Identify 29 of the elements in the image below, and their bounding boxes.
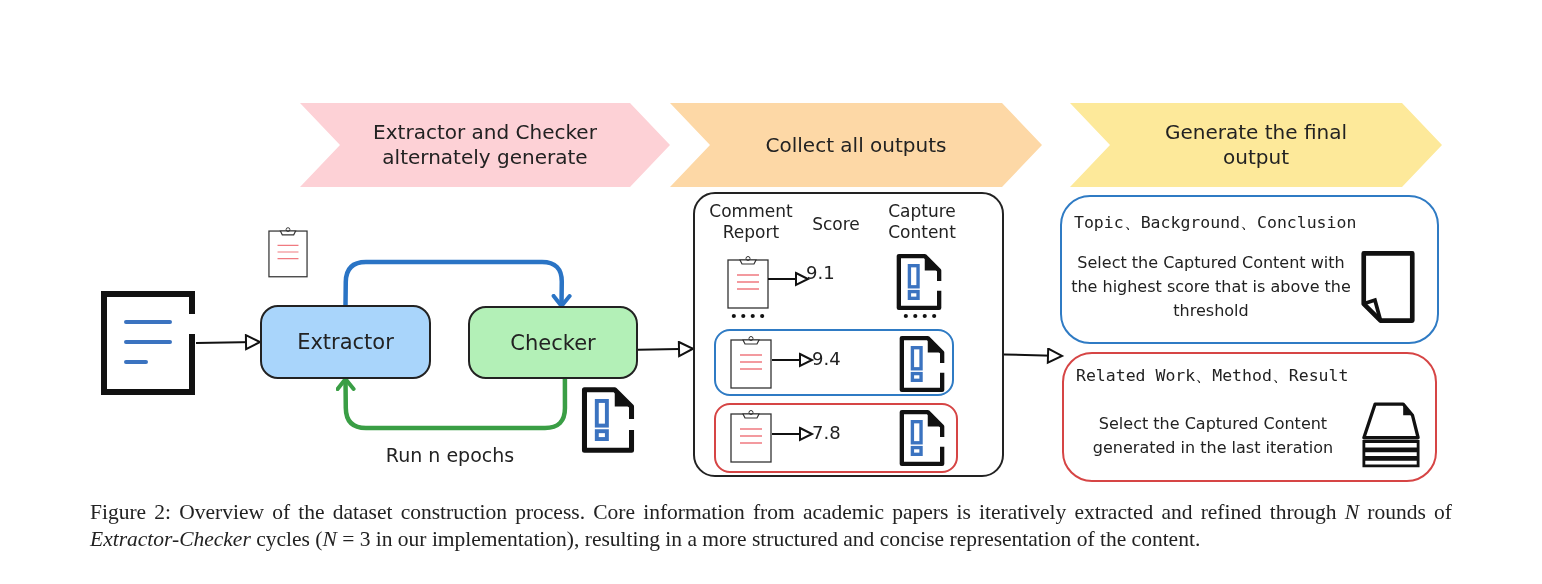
column-header: Capture Content — [887, 201, 957, 244]
banner-title: Collect all outputs — [764, 132, 948, 158]
banner-title: Extractor and Checker alternately generate — [372, 120, 598, 170]
output-box — [1060, 195, 1439, 344]
score-value: 9.1 — [806, 262, 835, 285]
highlight-box — [714, 329, 954, 396]
banner-title: Generate the final output — [1164, 120, 1348, 170]
document-icon — [100, 290, 196, 396]
arrow — [195, 334, 261, 351]
box-label: Extractor — [296, 328, 395, 356]
figure-caption: Figure 2: Overview of the dataset construction process. Core information from academic papers is iteratively extracted and refined through N rounds of Extractor-Checker cycles (N = 3 in our implementation), resulting in a more structured and concise representation of the content. — [90, 499, 1452, 553]
column-header: Score — [811, 214, 861, 236]
arrow — [343, 259, 572, 308]
box-label: Checker — [509, 329, 597, 356]
score-value: 7.8 — [812, 422, 841, 445]
description-text: Select the Captured Content with the highest score that is above the threshold — [1070, 252, 1352, 322]
output-box — [1062, 352, 1437, 482]
section-heading: Topic、Background、Conclusion — [1074, 213, 1357, 234]
process-box — [260, 305, 431, 379]
highlight-box — [714, 403, 958, 473]
section-heading: Related Work、Method、Result — [1076, 366, 1349, 387]
score-value: 9.4 — [812, 348, 841, 371]
description-text: Select the Captured Content generated in the last iteration — [1091, 413, 1335, 459]
arrow — [1003, 347, 1063, 364]
arrow — [335, 377, 568, 431]
column-header: Comment Report — [708, 201, 794, 244]
process-box — [468, 306, 638, 379]
arrow — [637, 341, 694, 357]
group-box — [693, 192, 1004, 477]
